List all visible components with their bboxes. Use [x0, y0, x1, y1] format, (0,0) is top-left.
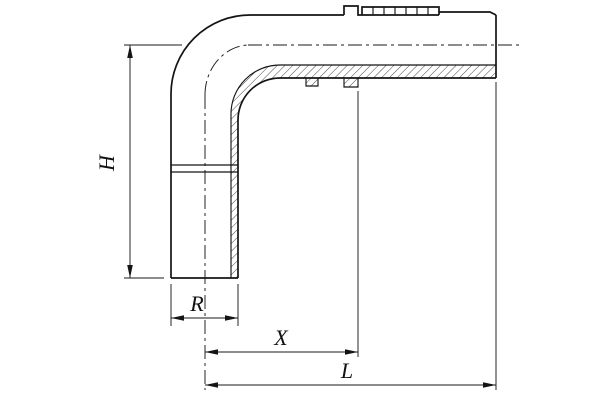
x-arrow-right: [345, 349, 358, 355]
wall-section-hatch: [231, 65, 496, 278]
stop-ring-b-top: [343, 5, 362, 16]
dimension-label-l: L: [340, 358, 353, 383]
centerlines: [204, 44, 519, 390]
dimension-x: X: [205, 91, 359, 357]
dimension-l: L: [205, 82, 497, 390]
dimension-label-r: R: [189, 291, 204, 316]
stop-ring-a-outline: [305, 78, 319, 87]
dimension-label-x: X: [273, 325, 289, 350]
bend-centerline-arc: [204, 44, 251, 96]
outer-profile-path: [170, 14, 344, 278]
h-arrow-down: [127, 265, 133, 278]
x-arrow-left: [205, 349, 218, 355]
fitting-profile: [170, 5, 497, 279]
dimension-r: R: [170, 284, 239, 326]
serration-dividers: [372, 7, 429, 15]
dimension-h: H: [94, 44, 182, 279]
r-arrow-right: [225, 315, 238, 321]
l-arrow-right: [483, 382, 496, 388]
section-hatching: [231, 65, 496, 278]
stop-ring-b-hatch: [344, 78, 358, 87]
leg-collar-lines: [171, 164, 238, 173]
stop-ring-b-bottom: [343, 78, 359, 88]
r-arrow-left: [171, 315, 184, 321]
h-arrow-up: [127, 45, 133, 58]
bend-outer-fillet-arc: [237, 77, 281, 121]
serration-band-outline: [361, 6, 440, 16]
bend-bore-fillet-arc: [230, 64, 281, 115]
stop-ring-a-hatch: [306, 78, 318, 86]
l-arrow-left: [205, 382, 218, 388]
dimension-label-h: H: [94, 154, 119, 172]
nipple-end-top: [439, 11, 497, 16]
